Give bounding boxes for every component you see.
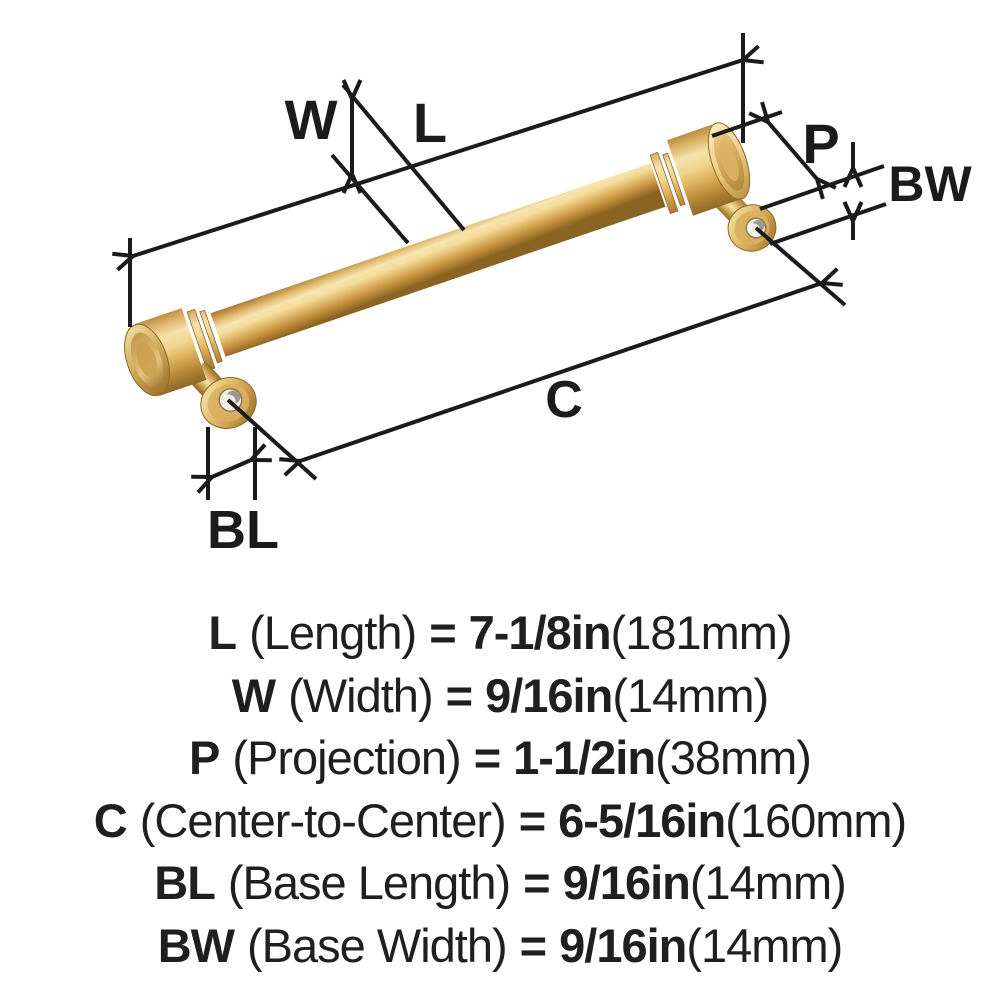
spec-imperial-value: 9/16in xyxy=(485,668,613,722)
spec-row-center-to-center: C(Center-to-Center)=6-5/16in(160mm) xyxy=(0,790,1000,853)
spec-label: BW xyxy=(157,918,235,972)
spec-metric-value: (160mm) xyxy=(725,793,907,847)
spec-imperial-value: 6-5/16in xyxy=(558,793,726,847)
equals-sign: = xyxy=(429,606,456,659)
spec-row-base-width: BW(Base Width)=9/16in(14mm) xyxy=(0,915,1000,978)
spec-metric-value: (14mm) xyxy=(689,856,847,909)
dim-width: W xyxy=(285,79,466,245)
spec-name: (Center-to-Center) xyxy=(139,793,507,847)
dim-label-base-width: BW xyxy=(888,156,972,212)
spec-metric-value: (181mm) xyxy=(610,606,793,659)
center-extension-line-left xyxy=(226,398,318,481)
handle-bar xyxy=(210,163,666,357)
spec-name: (Width) xyxy=(288,668,433,722)
spec-name: (Length) xyxy=(249,606,417,659)
handle-illustration xyxy=(124,122,777,429)
dim-base-width: BW xyxy=(769,142,972,246)
length-dimension-arrow xyxy=(112,44,764,272)
center-extension-line-right xyxy=(754,226,847,307)
dim-label-length: L xyxy=(413,91,447,154)
projection-dimension-arrow xyxy=(748,101,837,200)
left-cap-face-center xyxy=(136,342,158,378)
spec-label: BL xyxy=(154,856,216,909)
dim-length: L xyxy=(112,33,764,327)
dim-label-base-length: BL xyxy=(207,500,279,560)
dim-projection: P xyxy=(711,101,885,211)
spec-row-projection: P(Projection)=1-1/2in(38mm) xyxy=(0,727,1000,790)
spec-row-width: W(Width)=9/16in(14mm) xyxy=(0,665,1000,728)
width-extension-line-left xyxy=(330,153,410,245)
dimension-spec-list: L(Length)=7-1/8in(181mm) W(Width)=9/16in… xyxy=(0,602,1000,977)
spec-imperial-value: 9/16in xyxy=(559,918,687,972)
spec-imperial-value: 7-1/8in xyxy=(468,606,612,659)
spec-metric-value: (14mm) xyxy=(686,918,843,972)
equals-sign: = xyxy=(445,668,473,722)
handle-diagram-svg: L W P BW xyxy=(112,33,972,560)
spec-metric-value: (38mm) xyxy=(655,731,812,784)
dim-label-center-to-center: C xyxy=(545,371,583,429)
width-extension-line-right xyxy=(341,83,466,232)
spec-label: W xyxy=(231,668,276,722)
dim-label-projection: P xyxy=(802,112,839,175)
spec-imperial-value: 9/16in xyxy=(562,856,691,909)
spec-metric-value: (14mm) xyxy=(612,668,769,722)
equals-sign: = xyxy=(523,856,550,909)
base-width-extension-line-bottom xyxy=(769,202,887,246)
spec-label: P xyxy=(189,731,220,784)
spec-label: C xyxy=(93,793,128,847)
dimension-annotations: L W P BW xyxy=(112,33,972,560)
equals-sign: = xyxy=(518,793,546,847)
spec-label: L xyxy=(208,606,237,659)
dim-center-to-center: C xyxy=(226,226,847,481)
dim-base-length: BL xyxy=(191,427,279,560)
spec-row-length: L(Length)=7-1/8in(181mm) xyxy=(0,602,1000,665)
spec-name: (Projection) xyxy=(232,731,461,784)
spec-row-base-length: BL(Base Length)=9/16in(14mm) xyxy=(0,852,1000,915)
base-length-dimension-arrow xyxy=(191,443,272,494)
dim-label-width: W xyxy=(285,88,338,151)
left-neck-ring-2 xyxy=(199,309,223,364)
spec-imperial-value: 1-1/2in xyxy=(513,731,656,784)
left-neck-ring xyxy=(186,308,216,372)
spec-name: (Base Length) xyxy=(227,856,511,909)
equals-sign: = xyxy=(473,731,501,784)
center-dimension-arrow xyxy=(279,267,843,477)
equals-sign: = xyxy=(519,918,547,972)
spec-name: (Base Width) xyxy=(247,918,508,972)
